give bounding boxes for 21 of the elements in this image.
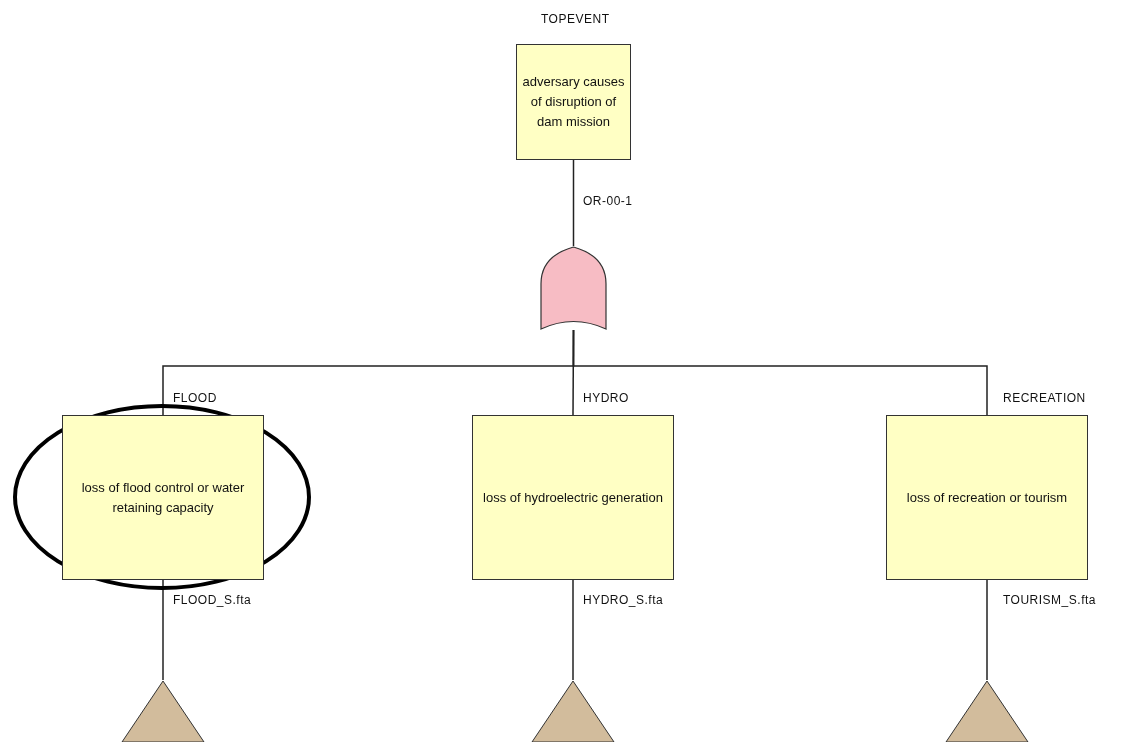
transfer-triangle (531, 680, 615, 742)
or-gate-symbol (540, 246, 607, 330)
connector-line (986, 579, 988, 681)
node-caption: HYDRO (583, 391, 629, 405)
event-box: adversary causes of disruption of dam mission (516, 44, 631, 160)
node-caption: RECREATION (1003, 391, 1086, 405)
node-caption: TOURISM_S.fta (1003, 593, 1096, 607)
connector-line (572, 159, 575, 247)
connector-line (162, 579, 164, 681)
event-box: loss of recreation or tourism (886, 415, 1088, 580)
connector-line (572, 579, 574, 681)
node-caption: TOPEVENT (541, 12, 610, 26)
event-box: loss of hydroelectric generation (472, 415, 674, 580)
transfer-triangle (121, 680, 205, 742)
node-caption: FLOOD (173, 391, 217, 405)
transfer-triangle (945, 680, 1029, 742)
node-caption: HYDRO_S.fta (583, 593, 664, 607)
node-caption: OR-00-1 (583, 194, 633, 208)
connector-line (572, 329, 988, 416)
event-box: loss of flood control or water retaining capacity (62, 415, 264, 580)
node-caption: FLOOD_S.fta (173, 593, 252, 607)
